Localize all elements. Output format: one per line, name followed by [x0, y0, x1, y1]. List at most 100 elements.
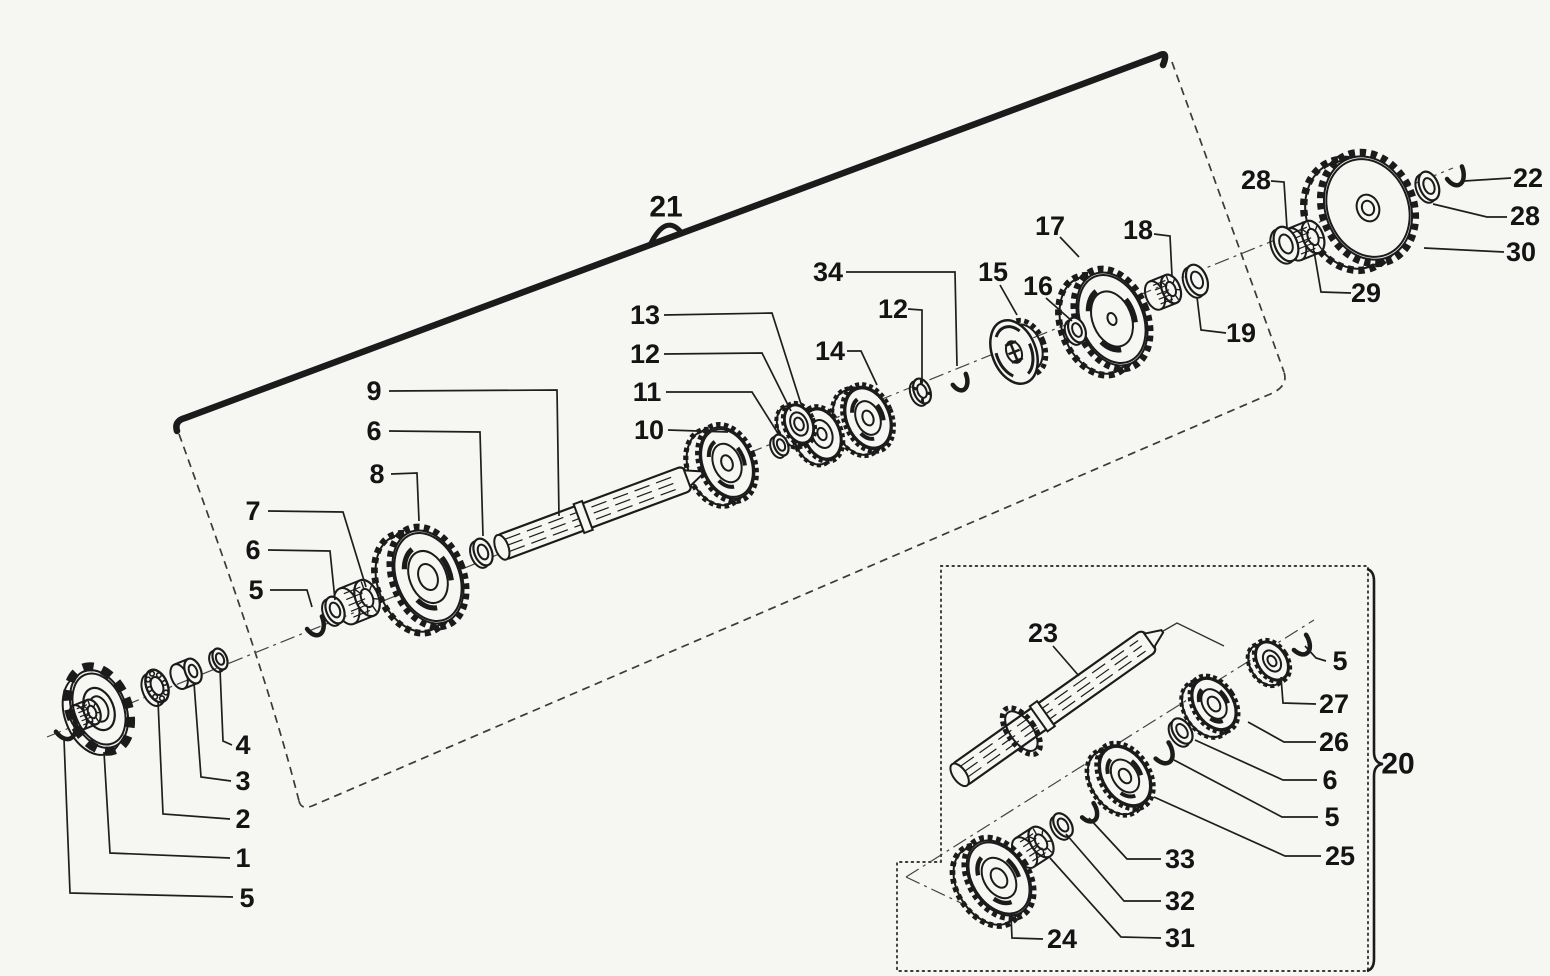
inset-axis-arm: [905, 876, 964, 905]
callout-18: 18: [1123, 215, 1153, 245]
callout-26: 26: [1319, 727, 1349, 757]
callout-33: 33: [1165, 844, 1195, 874]
leader-line-27: [1280, 676, 1317, 705]
leader-line-23: [1052, 645, 1080, 677]
callout-1: 1: [235, 843, 250, 873]
callout-27: 27: [1319, 689, 1349, 719]
inset-axis: [905, 619, 1315, 878]
bush-11: [769, 433, 790, 459]
callout-5: 5: [239, 883, 254, 913]
callout-21: 21: [649, 191, 682, 224]
callout-5: 5: [1332, 646, 1347, 676]
circlip-5a: [48, 700, 78, 742]
circlip-5b: [300, 602, 326, 638]
circlip-33: [1072, 792, 1100, 824]
sleeve-12a: [774, 400, 818, 450]
gear-27: [1245, 637, 1293, 689]
washer-6c: [1167, 717, 1194, 748]
bearing-2: [140, 668, 170, 707]
bearing-18: [1143, 273, 1183, 311]
washer-19: [1181, 263, 1210, 299]
callout-32: 32: [1165, 886, 1195, 916]
washer-28a: [1269, 225, 1300, 265]
circlip-22: [1440, 152, 1466, 188]
leader-line-31: [1049, 857, 1162, 939]
leader-line-5: [63, 738, 234, 898]
callout-5: 5: [248, 575, 263, 605]
leader-line-12: [663, 352, 792, 412]
circlip-5d: [1283, 623, 1313, 657]
callout-31: 31: [1165, 923, 1195, 953]
leader-line-11: [666, 391, 780, 436]
washer-28b: [1414, 170, 1441, 204]
leader-line-17: [1059, 236, 1080, 258]
needle-cage-1: [68, 698, 102, 732]
gear-30: [1300, 148, 1420, 275]
callout-34: 34: [813, 257, 843, 287]
callout-19: 19: [1226, 318, 1256, 348]
callout-22: 22: [1513, 163, 1543, 193]
callout-28: 28: [1241, 165, 1271, 195]
washer-6b: [469, 537, 494, 569]
callout-24: 24: [1047, 924, 1077, 954]
leader-line-5: [1304, 645, 1327, 662]
callout-2: 2: [235, 804, 250, 834]
callout-6: 6: [1322, 765, 1337, 795]
leader-line-16: [1045, 297, 1073, 322]
main-group-boundary-top: [173, 51, 1169, 435]
leader-line-18: [1153, 233, 1173, 277]
hub-15: [989, 317, 1049, 385]
callout-12: 12: [630, 339, 660, 369]
bearing-7: [332, 578, 381, 626]
callout-13: 13: [630, 300, 660, 330]
callout-20: 20: [1381, 748, 1414, 781]
washer-4: [208, 647, 229, 673]
callout-6: 6: [245, 535, 260, 565]
leader-line-30: [1423, 247, 1505, 253]
leader-line-24: [1010, 915, 1044, 940]
leader-line-14: [847, 350, 878, 386]
main-group-boundary-right: [1171, 61, 1285, 373]
leader-line-10: [667, 429, 729, 433]
washer-32: [1049, 812, 1074, 841]
leader-line-33: [1088, 817, 1161, 860]
gear-26: [1179, 673, 1241, 740]
callout-12: 12: [878, 294, 908, 324]
inset-box: [896, 565, 1369, 972]
shaft-9: [493, 466, 704, 561]
leader-line-6: [388, 430, 484, 537]
gear-25: [1084, 740, 1156, 818]
callout-25: 25: [1325, 841, 1355, 871]
callout-5: 5: [1324, 802, 1339, 832]
leader-line-2: [157, 700, 231, 820]
callout-14: 14: [815, 336, 845, 366]
leader-line-34: [846, 271, 958, 367]
leader-line-12: [907, 308, 923, 380]
leader-line-28: [1270, 180, 1288, 229]
leader-line-26: [1247, 721, 1316, 743]
leader-line-13: [663, 312, 802, 405]
leader-line-1: [103, 751, 231, 859]
callout-11: 11: [633, 377, 662, 407]
washer-12b: [908, 377, 933, 407]
leader-line-19: [1196, 296, 1227, 334]
callout-30: 30: [1506, 237, 1536, 267]
leader-line-5: [270, 589, 313, 608]
callout-28: 28: [1510, 201, 1540, 231]
leader-line-9: [388, 389, 560, 517]
leader-line-15: [999, 284, 1018, 316]
washer-16: [1063, 316, 1088, 346]
callout-17: 17: [1035, 211, 1065, 241]
callout-6: 6: [366, 416, 381, 446]
leader-line-32: [1065, 833, 1161, 902]
gear-24: [949, 834, 1037, 929]
main-group-boundary-bottom: [298, 371, 1286, 809]
leader-line-8: [390, 472, 420, 522]
leader-line-22: [1463, 177, 1512, 182]
main-group-boundary-left: [178, 433, 300, 802]
spacer-3: [169, 657, 203, 691]
callout-7: 7: [245, 496, 260, 526]
